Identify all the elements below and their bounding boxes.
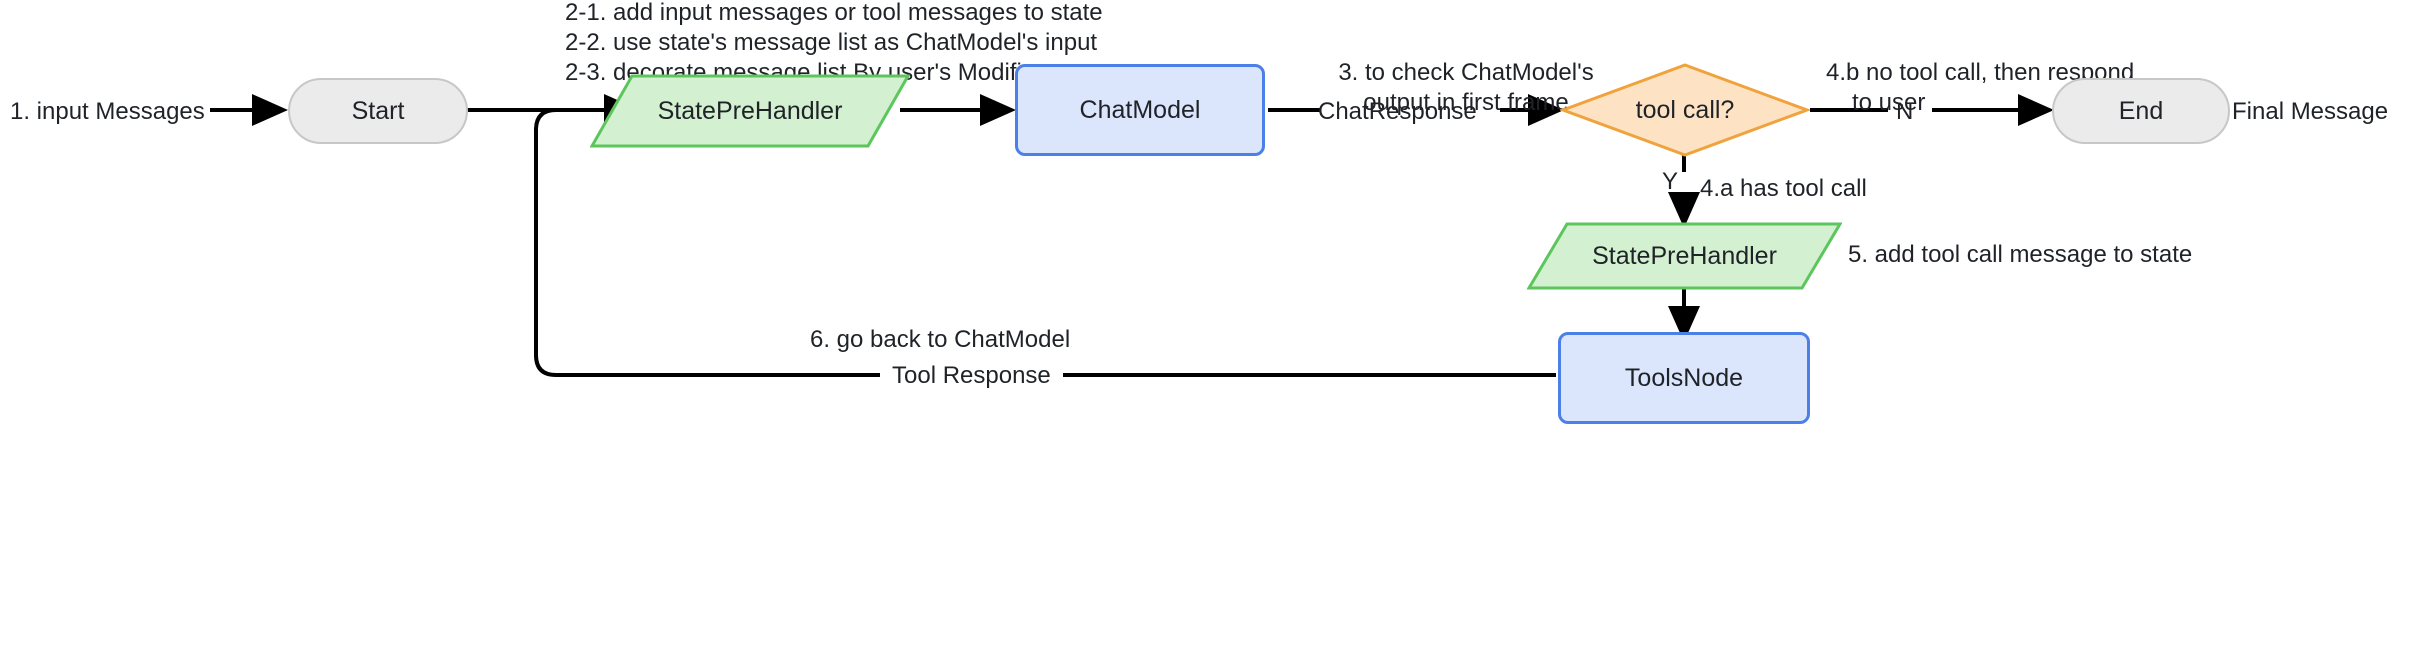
annotation-step3-line1: 3. to check ChatModel's bbox=[1338, 59, 1594, 86]
node-state-pre-handler-top[interactable]: StatePreHandler bbox=[590, 74, 910, 148]
node-tools-node-label: ToolsNode bbox=[1624, 364, 1744, 392]
node-tool-call-decision[interactable]: tool call? bbox=[1560, 62, 1810, 158]
annotation-step6: 6. go back to ChatModel bbox=[810, 326, 1071, 353]
edge-label-input-messages: 1. input Messages bbox=[10, 98, 205, 125]
node-end-label: End bbox=[2118, 97, 2164, 125]
annotation-step4b-line2: to user bbox=[1852, 89, 1926, 116]
node-state-pre-handler-top-label: StatePreHandler bbox=[657, 96, 843, 125]
edge-label-no-branch: N bbox=[1896, 98, 1914, 125]
node-end[interactable]: End bbox=[2052, 78, 2230, 144]
node-chat-model-label: ChatModel bbox=[1079, 96, 1201, 124]
node-tools-node[interactable]: ToolsNode bbox=[1558, 332, 1810, 424]
edge-label-chat-response: ChatResponse bbox=[1318, 98, 1477, 125]
annotation-step3-line2: output in first frame bbox=[1363, 89, 1569, 116]
annotation-step2-line1: 2-1. add input messages or tool messages… bbox=[565, 0, 1103, 26]
edge-label-final-message: Final Message bbox=[2232, 98, 2389, 125]
edge-label-tool-response: Tool Response bbox=[880, 362, 1063, 390]
node-state-pre-handler-bottom[interactable]: StatePreHandler bbox=[1527, 222, 1842, 290]
node-start-label: Start bbox=[351, 97, 405, 125]
node-start[interactable]: Start bbox=[288, 78, 468, 144]
annotation-step2-line2: 2-2. use state's message list as ChatMod… bbox=[565, 29, 1098, 56]
node-chat-model[interactable]: ChatModel bbox=[1015, 64, 1265, 156]
annotation-step5: 5. add tool call message to state bbox=[1848, 241, 2193, 268]
node-state-pre-handler-bottom-label: StatePreHandler bbox=[1592, 241, 1777, 270]
diamond-shape bbox=[1560, 63, 1810, 157]
edge-toolsnode-feedback-loop bbox=[534, 108, 1556, 377]
parallelogram-shape-bottom bbox=[1527, 222, 1842, 290]
node-tool-call-decision-label: tool call? bbox=[1635, 95, 1735, 124]
edge-label-yes-branch: Y bbox=[1662, 168, 1679, 195]
parallelogram-shape-top bbox=[590, 74, 910, 148]
annotation-step4a: 4.a has tool call bbox=[1700, 175, 1867, 202]
